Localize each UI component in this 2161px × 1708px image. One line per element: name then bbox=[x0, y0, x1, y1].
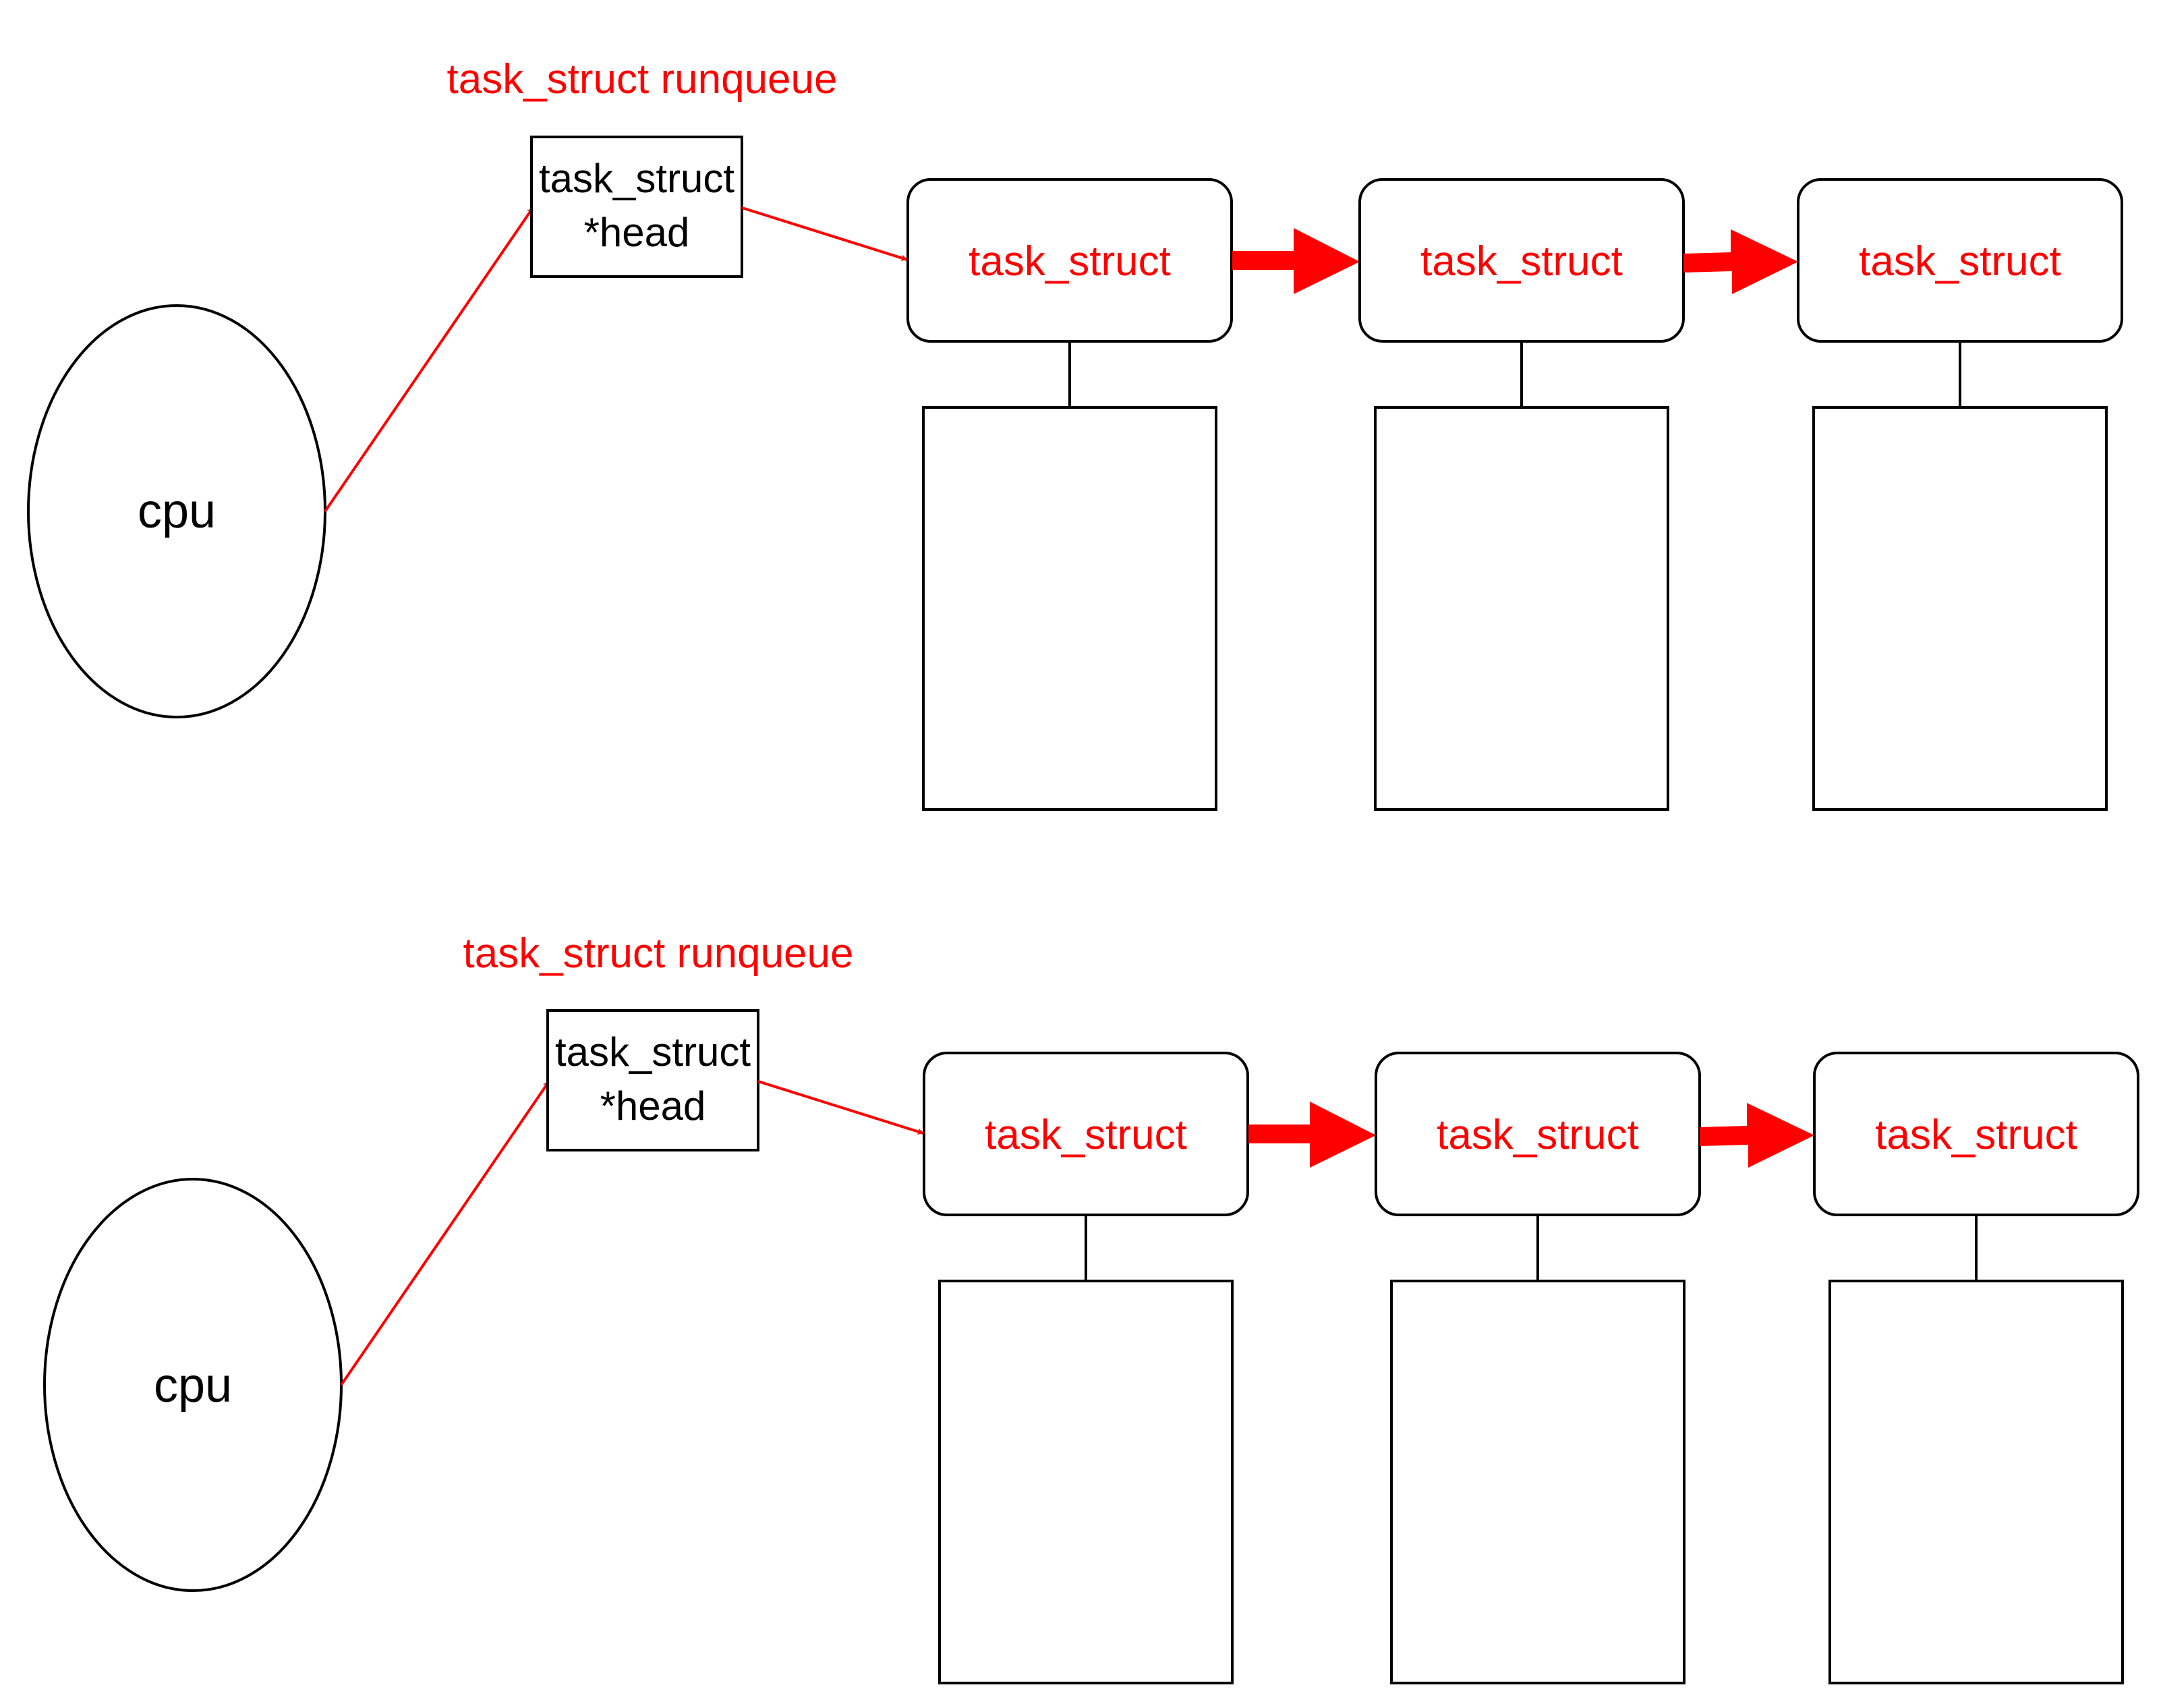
runqueue-title: task_struct runqueue bbox=[463, 930, 853, 977]
task-struct-node-label: task_struct bbox=[1875, 1112, 2077, 1158]
next-pointer-arrow bbox=[1700, 1103, 1814, 1168]
task-struct-node-label: task_struct bbox=[1437, 1112, 1639, 1158]
task-body-box bbox=[1812, 406, 2108, 811]
runqueue-group-1: task_struct runqueue cpu task_struct *he… bbox=[27, 56, 2123, 811]
runqueue-group-2: task_struct runqueue cpu task_struct *he… bbox=[43, 930, 2139, 1684]
task-body-box bbox=[1828, 1280, 2124, 1684]
cpu-label: cpu bbox=[138, 484, 216, 538]
cpu-to-head-arrow bbox=[340, 1080, 550, 1386]
head-pointer-box bbox=[530, 136, 743, 278]
head-pointer-type: task_struct bbox=[539, 156, 734, 201]
cpu-label: cpu bbox=[154, 1359, 232, 1413]
head-pointer-type: task_struct bbox=[555, 1029, 751, 1075]
task-struct-node-label: task_struct bbox=[1420, 238, 1623, 285]
next-pointer-arrow bbox=[1683, 229, 1798, 294]
head-pointer-name: *head bbox=[600, 1083, 706, 1129]
next-pointer-arrow bbox=[1248, 1102, 1376, 1168]
head-pointer-name: *head bbox=[584, 210, 690, 255]
task-body-box bbox=[938, 1280, 1234, 1684]
runqueue-title: task_struct runqueue bbox=[446, 56, 837, 103]
task-body-box bbox=[922, 406, 1217, 811]
head-pointer-box bbox=[546, 1009, 759, 1151]
head-to-first-node-arrow bbox=[757, 1080, 924, 1135]
task-struct-node-label: task_struct bbox=[985, 1112, 1187, 1158]
head-to-first-node-arrow bbox=[741, 206, 908, 262]
task-struct-node-label: task_struct bbox=[1859, 238, 2061, 285]
task-body-box bbox=[1374, 406, 1669, 811]
task-body-box bbox=[1390, 1280, 1685, 1684]
next-pointer-arrow bbox=[1232, 228, 1360, 294]
cpu-to-head-arrow bbox=[324, 206, 534, 513]
task-struct-node-label: task_struct bbox=[969, 238, 1171, 285]
